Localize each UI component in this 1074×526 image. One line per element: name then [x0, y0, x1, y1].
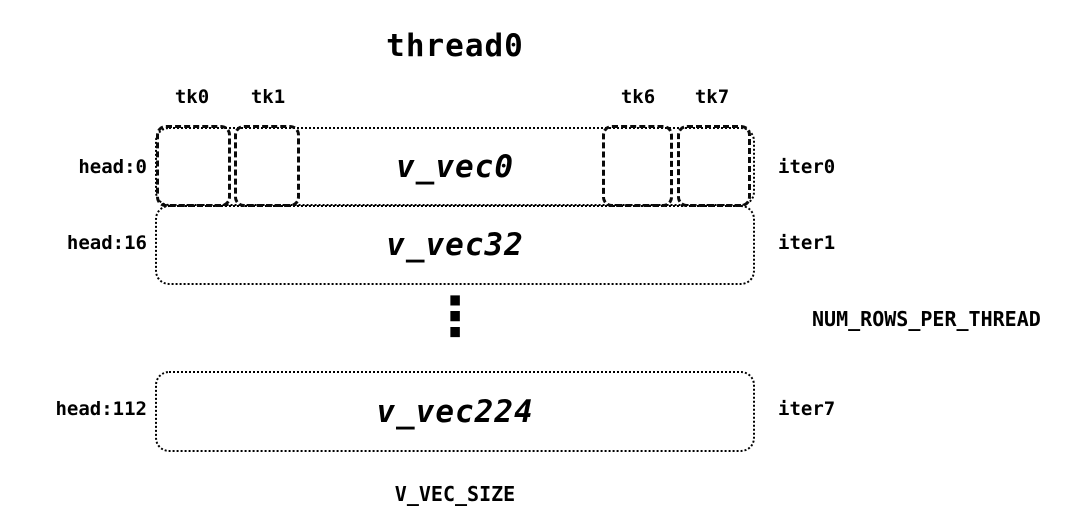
vertical-ellipsis: ⋮ — [428, 285, 482, 348]
iteration-label-1: iter1 — [778, 232, 836, 254]
diagram-title: thread0 — [386, 28, 524, 64]
vector-name-label: v_vec0 — [396, 148, 514, 185]
num-rows-per-thread-label: NUM_ROWS_PER_THREAD — [812, 307, 1041, 331]
head-offset-label-1: head:16 — [66, 232, 147, 254]
tick-label-tk7: tk7 — [694, 86, 730, 108]
v-vec-size-label: V_VEC_SIZE — [394, 482, 516, 506]
tick-label-tk1: tk1 — [250, 86, 286, 108]
tk6-box — [602, 125, 673, 207]
vector-name-label: v_vec32 — [386, 227, 524, 263]
iteration-label-0: iter0 — [778, 156, 836, 178]
tick-label-tk6: tk6 — [620, 86, 656, 108]
vector-row-iter1: v_vec32 — [155, 205, 755, 285]
tk7-box — [677, 125, 751, 207]
tk0-box — [156, 125, 231, 207]
head-offset-label-2: head:112 — [55, 398, 147, 420]
tk1-box — [234, 125, 300, 207]
iteration-label-2: iter7 — [778, 398, 836, 420]
vector-name-label: v_vec224 — [376, 393, 534, 430]
tick-label-tk0: tk0 — [174, 86, 210, 108]
head-offset-label-0: head:0 — [78, 156, 147, 178]
vector-row-iter7: v_vec224 — [155, 371, 755, 452]
